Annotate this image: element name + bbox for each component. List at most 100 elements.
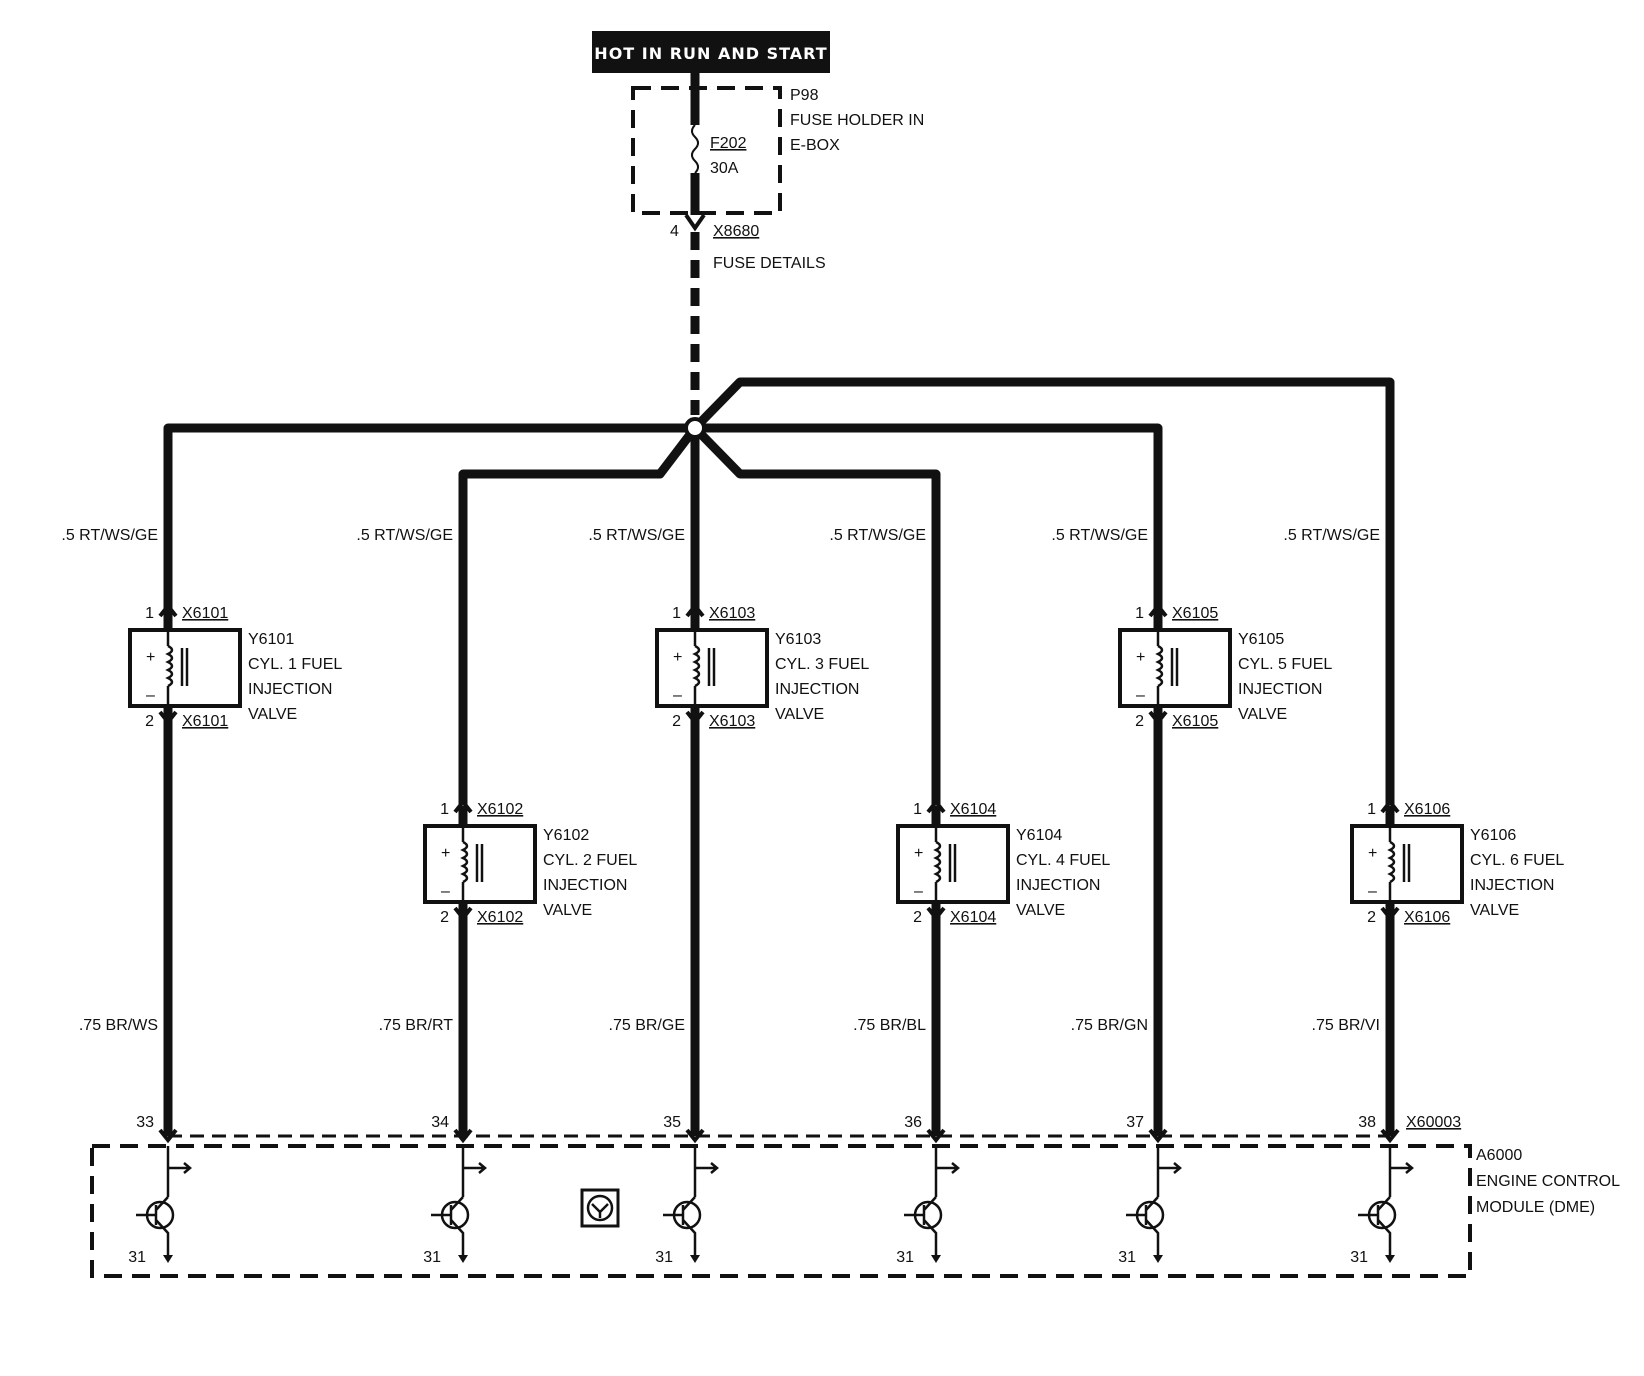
bus-cyl4 <box>691 424 941 805</box>
injector-valve-box <box>423 824 537 904</box>
transistor-leads <box>450 1196 465 1255</box>
injector-desc-1: CYL. 3 FUEL <box>775 656 869 673</box>
injector-desc-3: VALVE <box>248 706 297 723</box>
connector-out-label: X6106 <box>1404 909 1450 926</box>
connector-in-symbol <box>453 798 473 814</box>
connector-out-symbol <box>926 906 946 922</box>
wire-in-label: .5 RT/WS/GE <box>1051 527 1148 544</box>
solenoid-coil-icon <box>460 840 469 884</box>
fuse-holder-box <box>631 86 782 215</box>
injector-desc-2: INJECTION <box>1238 681 1322 698</box>
connector-in-label: X6105 <box>1172 605 1218 622</box>
ground-label: 31 <box>896 1249 914 1266</box>
injector-id: Y6106 <box>1470 827 1516 844</box>
fuse-holder-desc-1: FUSE HOLDER IN <box>790 112 924 129</box>
injector-desc-1: CYL. 4 FUEL <box>1016 852 1110 869</box>
connector-in-symbol <box>158 602 178 618</box>
injector-desc-2: INJECTION <box>1016 877 1100 894</box>
esd-icon-mark <box>591 1203 609 1218</box>
connector-in-label: X6106 <box>1404 801 1450 818</box>
wire-out-label: .75 BR/VI <box>1312 1017 1380 1034</box>
connector-in-label: X6102 <box>477 801 523 818</box>
transistor-leads <box>923 1196 938 1255</box>
bus-cyl2 <box>458 425 699 805</box>
injector-desc-1: CYL. 6 FUEL <box>1470 852 1564 869</box>
ecm-pin-label: 36 <box>904 1114 922 1131</box>
transistor-leads <box>1377 1196 1392 1255</box>
ground-icon <box>690 1255 700 1263</box>
connector-in-symbol <box>926 798 946 814</box>
pin-in-label: 1 <box>145 605 154 622</box>
injector-desc-3: VALVE <box>1016 902 1065 919</box>
injector-id: Y6104 <box>1016 827 1062 844</box>
minus-sign: – <box>1136 687 1145 704</box>
ground-label: 31 <box>655 1249 673 1266</box>
fuse-symbol <box>691 124 699 174</box>
injector-id: Y6103 <box>775 631 821 648</box>
ecm-pin-symbol <box>1148 1128 1168 1144</box>
connector-out-label: X6105 <box>1172 713 1218 730</box>
injector-desc-1: CYL. 2 FUEL <box>543 852 637 869</box>
minus-sign: – <box>673 687 682 704</box>
injector-valve-box <box>896 824 1010 904</box>
ground-label: 31 <box>128 1249 146 1266</box>
pin-out-label: 2 <box>913 909 922 926</box>
signal-arrow-icon <box>1158 1162 1182 1174</box>
ecm-pin-label: 37 <box>1126 1114 1144 1131</box>
transistor-leads <box>682 1196 697 1255</box>
connector-out-label: X6103 <box>709 713 755 730</box>
injector-id: Y6105 <box>1238 631 1284 648</box>
connector-in-symbol <box>1148 602 1168 618</box>
solenoid-coil-icon <box>1387 840 1396 884</box>
esd-icon-ring <box>586 1194 614 1222</box>
connector-out-symbol <box>1380 906 1400 922</box>
injector-valve-box <box>655 628 769 708</box>
bus-cyl6 <box>691 377 1395 805</box>
fuse-details-label: FUSE DETAILS <box>713 255 826 272</box>
ecm-name-1: ENGINE CONTROL <box>1476 1173 1620 1190</box>
pin-out-label: 2 <box>440 909 449 926</box>
injector-desc-3: VALVE <box>1238 706 1287 723</box>
injector-desc-3: VALVE <box>1470 902 1519 919</box>
pin-in-label: 1 <box>440 801 449 818</box>
ecm-pin-symbol <box>1380 1128 1400 1144</box>
connector-out-label: X6104 <box>950 909 996 926</box>
plus-sign: + <box>1368 845 1377 862</box>
connector-x8680-symbol <box>684 213 706 232</box>
fuse-id: F202 <box>710 135 747 152</box>
minus-sign: – <box>441 883 450 900</box>
ecm-box <box>90 1144 1472 1278</box>
injector-desc-1: CYL. 1 FUEL <box>248 656 342 673</box>
wire-out-label: .75 BR/WS <box>79 1017 158 1034</box>
wire-out-label: .75 BR/RT <box>379 1017 454 1034</box>
pin-out-label: 2 <box>1367 909 1376 926</box>
injector-valve-box <box>128 628 242 708</box>
signal-arrow-icon <box>695 1162 719 1174</box>
plus-sign: + <box>914 845 923 862</box>
wire-out-label: .75 BR/GN <box>1071 1017 1148 1034</box>
injector-desc-2: INJECTION <box>1470 877 1554 894</box>
connector-out-symbol <box>453 906 473 922</box>
ecm-pin-symbol <box>926 1128 946 1144</box>
fuse-rating: 30A <box>710 160 739 177</box>
ecm-pin-label: 38 <box>1358 1114 1376 1131</box>
solenoid-coil-icon <box>165 644 174 688</box>
injector-id: Y6101 <box>248 631 294 648</box>
ecm-pin-label: 33 <box>136 1114 154 1131</box>
connector-out-label: X6102 <box>477 909 523 926</box>
minus-sign: – <box>146 687 155 704</box>
ecm-id: A6000 <box>1476 1147 1522 1164</box>
connector-out-symbol <box>685 710 705 726</box>
plus-sign: + <box>673 649 682 666</box>
splice-junction <box>684 417 706 439</box>
ecm-pin-label: 34 <box>431 1114 449 1131</box>
ecm-connector: X60003 <box>1406 1114 1461 1131</box>
signal-arrow-icon <box>936 1162 960 1174</box>
pin-in-label: 1 <box>1135 605 1144 622</box>
